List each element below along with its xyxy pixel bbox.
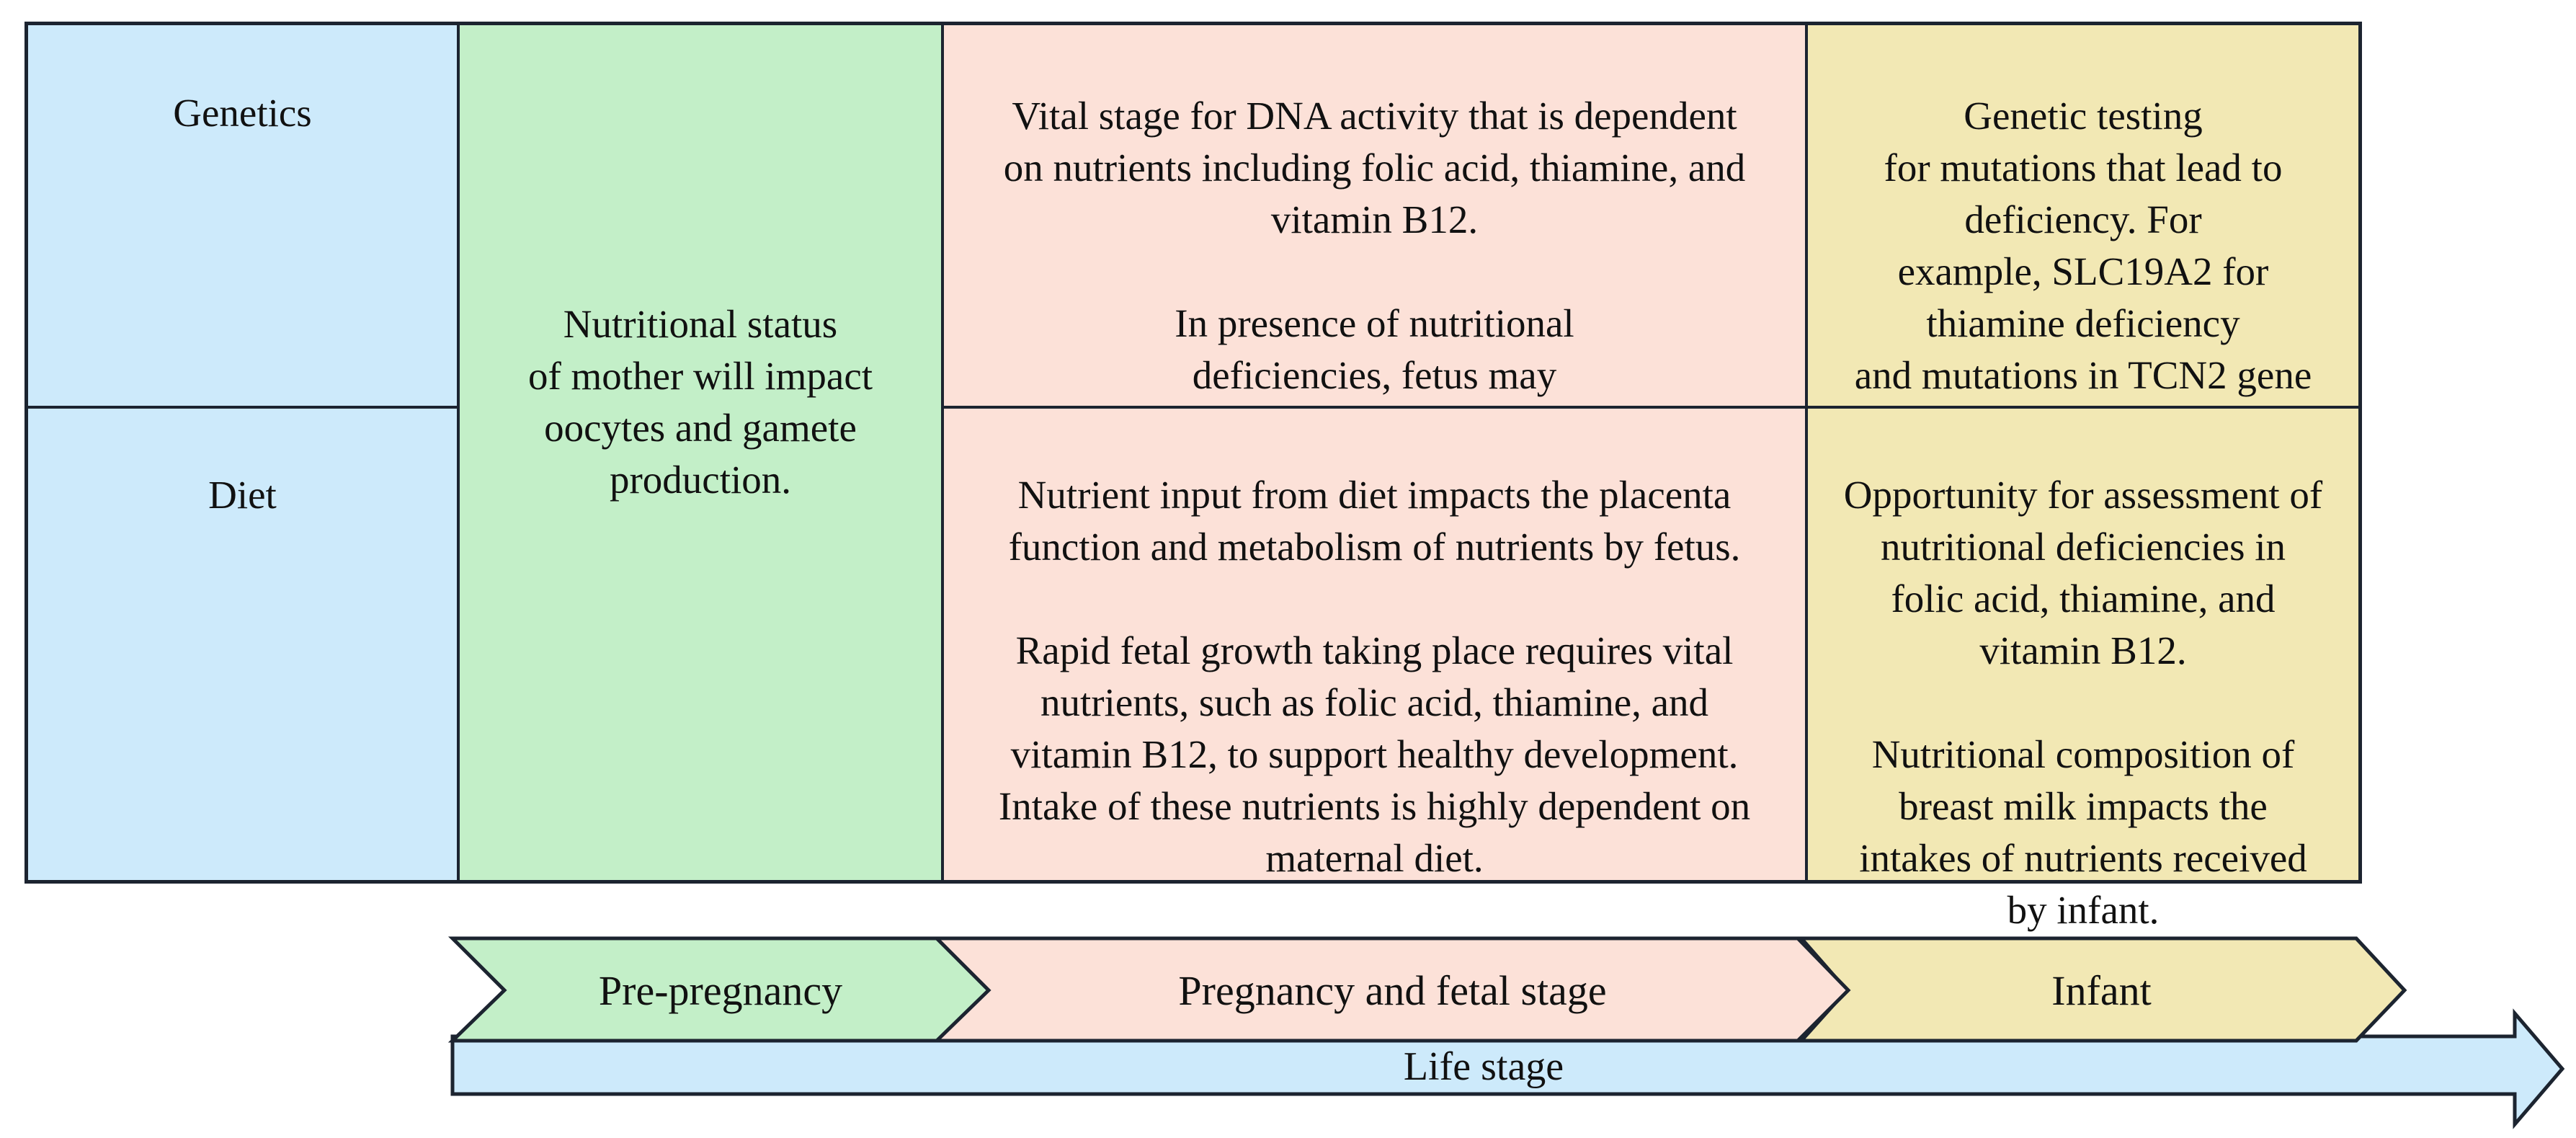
pregnancy-diet-cell: Nutrient input from diet impacts the pla… [941, 406, 1805, 880]
pre-pregnancy-stage-label: Pre-pregnancy [598, 967, 843, 1014]
pregnancy-diet-text: Nutrient input from diet impacts the pla… [998, 473, 1751, 880]
life-stage-table: Genetics Diet Nutritional status of moth… [24, 22, 2362, 932]
diet-row-header: Diet [28, 406, 457, 880]
genetics-row-header: Genetics [28, 25, 457, 406]
infant-diet-cell: Opportunity for assessment of nutritiona… [1805, 406, 2358, 932]
pre-pregnancy-text: Nutritional status of mother will impact… [527, 302, 873, 502]
life-stage-label: Life stage [1403, 1044, 1564, 1089]
pregnancy-stage-label: Pregnancy and fetal stage [1178, 967, 1607, 1014]
diet-label: Diet [208, 473, 277, 517]
infant-diet-text: Opportunity for assessment of nutritiona… [1843, 473, 2323, 932]
pre-pregnancy-chevron [447, 936, 991, 1043]
pre-pregnancy-cell: Nutritional status of mother will impact… [457, 25, 941, 880]
infant-stage-label: Infant [2051, 967, 2152, 1014]
genetics-label: Genetics [173, 91, 312, 135]
